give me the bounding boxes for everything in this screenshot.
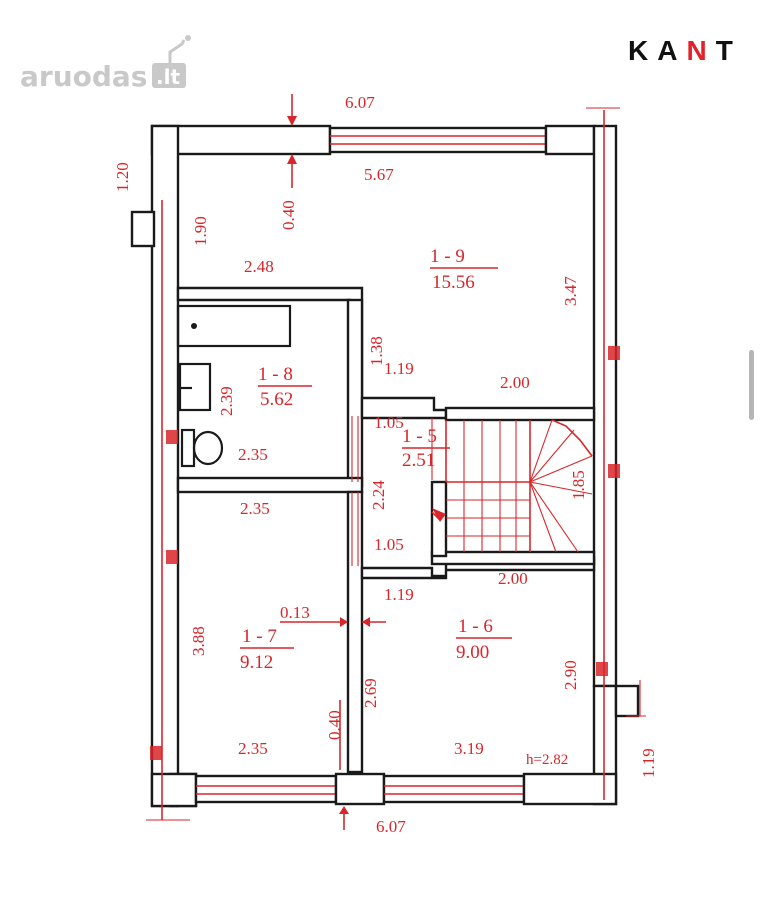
wall-left-jog-top <box>130 210 156 248</box>
brand-letter-k: K <box>628 35 657 66</box>
brand-letter-n: N <box>686 35 715 66</box>
room-area: 5.62 <box>260 389 293 410</box>
room-area: 15.56 <box>432 272 475 293</box>
wall-stair-r6 <box>430 550 596 566</box>
dim-label: 2.00 <box>498 569 528 588</box>
toilet <box>192 430 224 466</box>
dim-label: 3.19 <box>454 739 484 758</box>
brand-letter-t: T <box>716 35 742 66</box>
watermark-badge <box>152 63 186 88</box>
arrow-left-icon <box>362 617 370 627</box>
dim-label: 6.07 <box>376 817 406 836</box>
room-id: 1 - 9 <box>430 246 465 267</box>
bathtub <box>176 304 292 348</box>
room-id: 1 - 5 <box>402 426 437 447</box>
dim-label: 2.24 <box>369 480 388 510</box>
wall-r9-stair <box>444 406 596 422</box>
dim-label: 2.35 <box>238 445 268 464</box>
watermark-text: aruodas <box>20 60 147 93</box>
dim-label: 1.90 <box>191 216 210 246</box>
wall-bottom-right <box>522 772 618 806</box>
dim-label: 1.05 <box>374 535 404 554</box>
arrow-down-icon <box>287 116 297 126</box>
wall-right-jog <box>614 684 640 718</box>
dim-label: 2.39 <box>217 386 236 416</box>
watermark-house-icon <box>168 39 186 63</box>
ceiling-height-note: h=2.82 <box>526 752 568 768</box>
dim-label: 1.19 <box>384 359 414 378</box>
window-bottom-left <box>194 774 338 804</box>
kant-logo: KANT <box>628 35 742 66</box>
wall-right-upper <box>592 124 618 688</box>
dim-label: 2.00 <box>500 373 530 392</box>
brand-letter-a: A <box>657 35 686 66</box>
arrow-up-icon <box>287 154 297 164</box>
stair-arrow-icon <box>432 508 446 522</box>
scrollbar-thumb[interactable] <box>749 350 754 420</box>
bathroom-fixtures <box>176 304 292 468</box>
room-id: 1 - 7 <box>242 626 277 647</box>
dim-label: 3.47 <box>561 276 580 306</box>
aruodas-watermark: aruodas .lt <box>20 35 191 93</box>
dim-label: 6.07 <box>345 93 375 112</box>
room-area: 2.51 <box>402 450 435 471</box>
exterior-dimension-lines <box>146 94 646 830</box>
dim-label: 2.69 <box>361 678 380 708</box>
wall-r7-r6 <box>346 490 364 774</box>
dim-label: 0.13 <box>280 603 310 622</box>
dim-label: 2.35 <box>238 739 268 758</box>
watermark-dot-icon <box>185 35 191 41</box>
dim-label: 5.67 <box>364 165 394 184</box>
dim-label: 1.85 <box>569 470 588 500</box>
dim-label: 1.38 <box>367 336 386 366</box>
dim-label: 0.40 <box>279 200 298 230</box>
dim-label: 1.05 <box>374 413 404 432</box>
room-id: 1 - 6 <box>458 616 493 637</box>
dim-label: 2.90 <box>561 660 580 690</box>
wall-top-right <box>544 124 596 156</box>
dimension-labels: 6.07 5.67 1.20 1.90 0.40 2.48 3.47 1.38 … <box>113 93 658 836</box>
room-labels: 1 - 9 15.56 1 - 8 5.62 1 - 5 2.51 1 - 7 … <box>240 246 512 673</box>
room-area: 9.12 <box>240 652 273 673</box>
wall-bottom-middle <box>334 772 386 806</box>
outer-walls <box>130 124 640 808</box>
svg-text:KANT: KANT <box>628 35 742 66</box>
drain-icon <box>191 323 197 329</box>
arrow-up-icon-bottom <box>339 806 349 814</box>
room-area: 9.00 <box>456 642 489 663</box>
watermark-suffix: .lt <box>156 65 180 89</box>
dim-label: 0.40 <box>325 710 344 740</box>
wall-r8-r7 <box>176 476 364 494</box>
dim-label: 3.88 <box>189 626 208 656</box>
window-bottom-right <box>382 774 526 804</box>
dim-label: 2.48 <box>244 257 274 276</box>
window-top <box>328 126 548 154</box>
dim-label: 1.19 <box>639 748 658 778</box>
wall-left <box>150 124 180 808</box>
dim-label: 1.19 <box>384 585 414 604</box>
dim-label: 2.35 <box>240 499 270 518</box>
room-id: 1 - 8 <box>258 364 293 385</box>
arrow-right-icon <box>340 617 348 627</box>
dim-label: 1.20 <box>113 162 132 192</box>
staircase <box>431 419 593 553</box>
